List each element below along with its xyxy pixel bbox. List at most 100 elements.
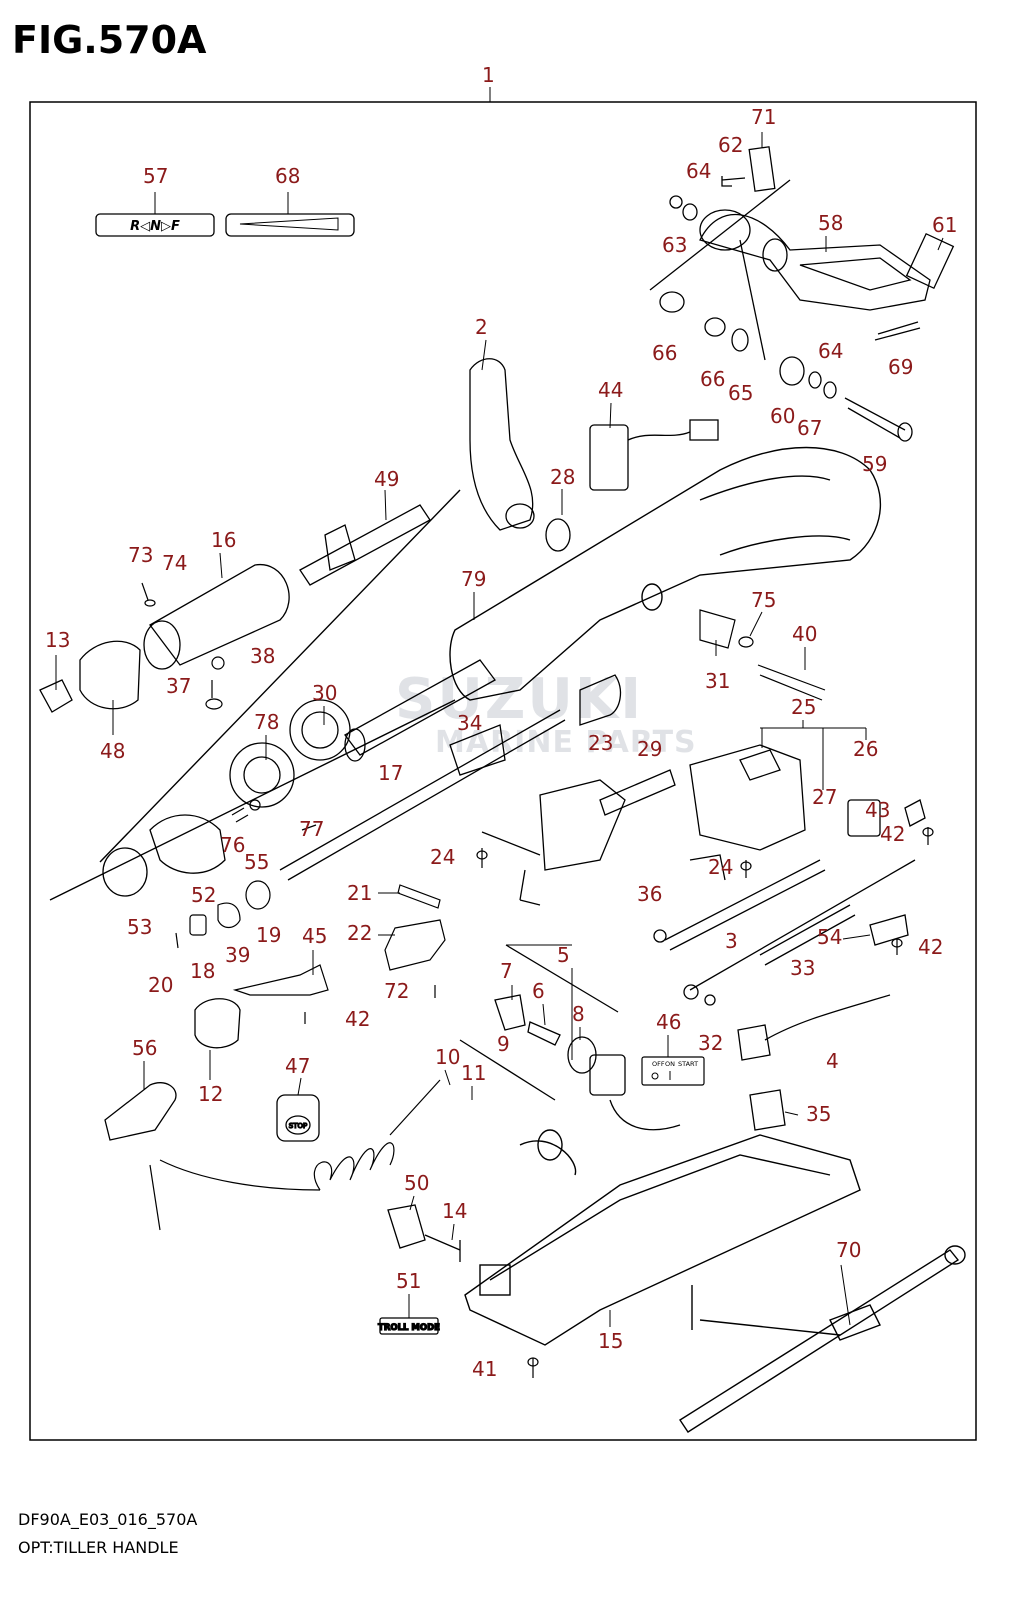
callout-41: 41 — [472, 1357, 497, 1381]
callout-12: 12 — [198, 1082, 223, 1106]
tiller-extension — [679, 1245, 966, 1433]
callout-61: 61 — [932, 213, 957, 237]
callout-42b: 42 — [918, 935, 943, 959]
callout-39: 39 — [225, 943, 250, 967]
callout-1: 1 — [482, 63, 495, 87]
callout-34: 34 — [457, 711, 482, 735]
callout-63: 63 — [662, 233, 687, 257]
callout-66b: 66 — [700, 367, 725, 391]
throttle-linkage — [481, 769, 676, 906]
callout-52: 52 — [191, 883, 216, 907]
kill-switch-44 — [589, 419, 719, 491]
callout-29: 29 — [637, 737, 662, 761]
callout-75: 75 — [751, 588, 776, 612]
callout-56: 56 — [132, 1036, 157, 1060]
callout-3: 3 — [725, 929, 738, 953]
callout-71: 71 — [751, 105, 776, 129]
watermark-line2: MARINE PARTS — [435, 725, 697, 760]
callout-18: 18 — [190, 959, 215, 983]
callout-65: 65 — [728, 381, 753, 405]
callout-20: 20 — [148, 973, 173, 997]
callout-48: 48 — [100, 739, 125, 763]
callout-2: 2 — [475, 315, 488, 339]
callout-26: 26 — [853, 737, 878, 761]
callout-32: 32 — [698, 1031, 723, 1055]
shift-shaft — [102, 659, 622, 897]
callout-73: 73 — [128, 543, 153, 567]
callout-53: 53 — [127, 915, 152, 939]
callout-44: 44 — [598, 378, 623, 402]
troll-switch: TROLL MODE — [377, 1204, 461, 1335]
switch-start-label: START — [678, 1060, 698, 1068]
callout-45: 45 — [302, 924, 327, 948]
callout-57: 57 — [143, 164, 168, 188]
callout-70: 70 — [836, 1238, 861, 1262]
callout-62: 62 — [718, 133, 743, 157]
callout-leaders — [55, 132, 944, 1327]
right-middle-parts — [653, 744, 926, 1131]
callout-40: 40 — [792, 622, 817, 646]
small-parts-left — [141, 582, 317, 949]
callout-35: 35 — [806, 1102, 831, 1126]
shift-decal: R◁N▷F — [95, 192, 215, 237]
mount-bracket — [649, 146, 955, 361]
ignition-switch — [459, 944, 681, 1131]
stop-label: STOP — [289, 1122, 307, 1130]
callout-31: 31 — [705, 669, 730, 693]
callout-19: 19 — [256, 923, 281, 947]
bracket-hardware — [659, 176, 921, 442]
callout-72: 72 — [384, 979, 409, 1003]
callout-27: 27 — [812, 785, 837, 809]
troll-mode-label: TROLL MODE — [378, 1323, 440, 1333]
callout-24a: 24 — [430, 845, 455, 869]
callout-23: 23 — [588, 731, 613, 755]
callout-7: 7 — [500, 959, 513, 983]
callout-16: 16 — [211, 528, 236, 552]
lower-left-parts: STOP — [104, 998, 320, 1142]
callout-64a: 64 — [686, 159, 711, 183]
callout-76: 76 — [220, 833, 245, 857]
callout-60: 60 — [770, 404, 795, 428]
callout-55: 55 — [244, 850, 269, 874]
callout-42c: 42 — [345, 1007, 370, 1031]
callout-21: 21 — [347, 881, 372, 905]
callout-49: 49 — [374, 467, 399, 491]
callout-17: 17 — [378, 761, 403, 785]
callout-46: 46 — [656, 1010, 681, 1034]
lanyard-cord — [149, 1079, 441, 1231]
switch-off-label: OFF — [652, 1060, 665, 1068]
callout-37: 37 — [166, 674, 191, 698]
figure-title: FIG.570A — [12, 18, 207, 62]
figure-caption: OPT:TILLER HANDLE — [18, 1538, 179, 1557]
callout-4: 4 — [826, 1049, 839, 1073]
callout-28: 28 — [550, 465, 575, 489]
callout-64b: 64 — [818, 339, 843, 363]
callout-14: 14 — [442, 1199, 467, 1223]
callout-66a: 66 — [652, 341, 677, 365]
callout-59: 59 — [862, 452, 887, 476]
callout-33: 33 — [790, 956, 815, 980]
linkage-parts — [232, 884, 446, 1024]
callout-9: 9 — [497, 1032, 510, 1056]
diagram-frame — [29, 101, 977, 1441]
callout-labels: 1 2 3 4 5 6 7 8 9 10 11 12 13 14 15 16 1… — [45, 63, 957, 1381]
grip-sleeve — [39, 504, 431, 713]
callout-6: 6 — [532, 979, 545, 1003]
callout-36: 36 — [637, 882, 662, 906]
callout-24b: 24 — [708, 855, 733, 879]
callout-43: 43 — [865, 798, 890, 822]
callout-79: 79 — [461, 567, 486, 591]
throttle-decal — [225, 192, 355, 237]
callout-8: 8 — [572, 1002, 585, 1026]
callout-15: 15 — [598, 1329, 623, 1353]
throttle-grip — [469, 358, 571, 552]
switch-plate: OFF ON START — [641, 1056, 705, 1086]
callout-54: 54 — [817, 925, 842, 949]
callout-51: 51 — [396, 1269, 421, 1293]
switch-on-label: ON — [665, 1060, 675, 1068]
callout-74: 74 — [162, 551, 187, 575]
callout-67: 67 — [797, 416, 822, 440]
callout-42a: 42 — [880, 822, 905, 846]
callout-58: 58 — [818, 211, 843, 235]
